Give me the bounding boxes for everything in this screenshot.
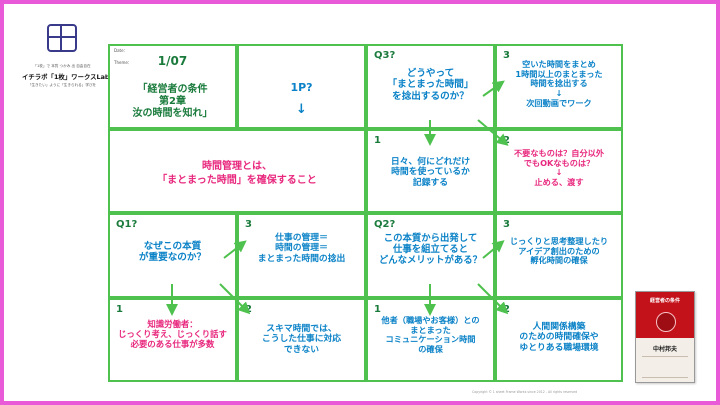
q2-3-text: じっくりと思考整理したり アイデア創出のための 孵化時間の確保	[509, 236, 609, 266]
q3-question: どうやって 「まとまった時間」 を捻出するのか？	[387, 68, 474, 102]
q2-2-text: 人間関係構築 のための時間確保や ゆとりある職場環境	[519, 322, 599, 353]
theme-value: 「経営者の条件 第2章 汝の時間を知れ」	[132, 84, 213, 119]
q3-3-text: 空いた時間をまとめ 1時間以上のまとまった 時間を捻出する ↓ 次回動画でワーク	[515, 59, 603, 108]
q1-answer-1: 1 知識労働者： じっくり考え、じっくり話す 必要のある仕事が多数	[108, 298, 237, 382]
q3-3-number: 3	[503, 50, 510, 61]
definition-line2: 「まとまった時間」を確保すること	[157, 175, 317, 186]
q1-3-text: 仕事の管理＝ 時間の管理＝ まとまった時間の捻出	[257, 233, 346, 264]
one-sheet-grid: Date： Theme： 1/07 「経営者の条件 第2章 汝の時間を知れ」 1…	[108, 44, 623, 382]
page-label: 1P?	[290, 81, 313, 94]
q3-1-number: 1	[374, 135, 381, 146]
q3-label: Q3?	[374, 50, 396, 61]
definition-cell: 時間管理とは、 「まとまった時間」を確保すること	[108, 129, 366, 213]
logo-tagline: 「生きたい」ように「生きられる」学びを	[27, 83, 97, 87]
q1-answer-3: 3 仕事の管理＝ 時間の管理＝ まとまった時間の捻出	[237, 213, 366, 298]
theme-label: Theme：	[114, 60, 132, 65]
q2-answer-3: 3 じっくりと思考整理したり アイデア創出のための 孵化時間の確保	[495, 213, 623, 298]
q1-3-number: 3	[245, 219, 252, 230]
q1-2-number: 2	[245, 304, 252, 315]
q3-2-text: 不要なものは？自分以外 でもOKなものは？ ↓ 止める、渡す	[513, 148, 605, 188]
down-arrow-icon: ↓	[296, 102, 307, 117]
q1-cell: Q1? なぜこの本質 が重要なのか？	[108, 213, 237, 298]
q1-question: なぜこの本質 が重要なのか？	[138, 241, 207, 264]
q3-answer-3: 3 空いた時間をまとめ 1時間以上のまとまった 時間を捻出する ↓ 次回動画でワ…	[495, 44, 623, 129]
book-title: 経営者の条件	[649, 298, 680, 304]
q3-1-text: 日々、何にどれだけ 時間を使っているか 記録する	[390, 157, 471, 188]
q2-cell: Q2? この本質から出発して 仕事を組立てると どんなメリットがある？	[366, 213, 495, 298]
q1-1-text: 知識労働者： じっくり考え、じっくり話す 必要のある仕事が多数	[118, 319, 227, 349]
date-value: 1/07	[157, 54, 188, 68]
q2-answer-2: 2 人間関係構築 のための時間確保や ゆとりある職場環境	[495, 298, 623, 382]
q3-answer-2: 2 不要なものは？自分以外 でもOKなものは？ ↓ 止める、渡す	[495, 129, 623, 213]
logo: 「1枚」で 本質 つかみ 出 自由自在 イチラボ「1枚」ワークスLab 「生きた…	[22, 24, 110, 88]
q2-3-number: 3	[503, 219, 510, 230]
q1-2-text: スキマ時間では、 こうした仕事に対応 できない	[261, 324, 342, 355]
q1-answer-2: 2 スキマ時間では、 こうした仕事に対応 できない	[237, 298, 366, 382]
copyright: Copyright © 1 sheet Frame Works since 20…	[472, 390, 578, 394]
logo-subtitle: 「1枚」で 本質 つかみ 出 自由自在	[33, 64, 91, 68]
q2-label: Q2?	[374, 219, 396, 230]
q1-label: Q1?	[116, 219, 138, 230]
q3-2-number: 2	[503, 135, 510, 146]
book-cover-image: 経営者の条件 中村邦夫	[635, 291, 695, 383]
q3-cell: Q3? どうやって 「まとまった時間」 を捻出するのか？	[366, 44, 495, 129]
definition-line1: 時間管理とは、	[202, 161, 272, 172]
logo-title: イチラボ「1枚」ワークスLab	[22, 73, 110, 81]
seal-icon	[656, 312, 676, 332]
page-cell: 1P? ↓	[237, 44, 366, 129]
q2-answer-1: 1 他者（職場やお客様）との まとまった コミュニケーション時間 の確保	[366, 298, 495, 382]
book-author: 中村邦夫	[652, 346, 677, 353]
date-label: Date：	[114, 48, 128, 53]
book-text-lines	[642, 356, 688, 378]
q2-1-number: 1	[374, 304, 381, 315]
q2-2-number: 2	[503, 304, 510, 315]
q3-answer-1: 1 日々、何にどれだけ 時間を使っているか 記録する	[366, 129, 495, 213]
window-frame-icon	[47, 24, 77, 52]
q2-question: この本質から出発して 仕事を組立てると どんなメリットがある？	[378, 233, 483, 267]
q2-1-text: 他者（職場やお客様）との まとまった コミュニケーション時間 の確保	[381, 315, 480, 355]
header-cell: Date： Theme： 1/07 「経営者の条件 第2章 汝の時間を知れ」	[108, 44, 237, 129]
q1-1-number: 1	[116, 304, 123, 315]
